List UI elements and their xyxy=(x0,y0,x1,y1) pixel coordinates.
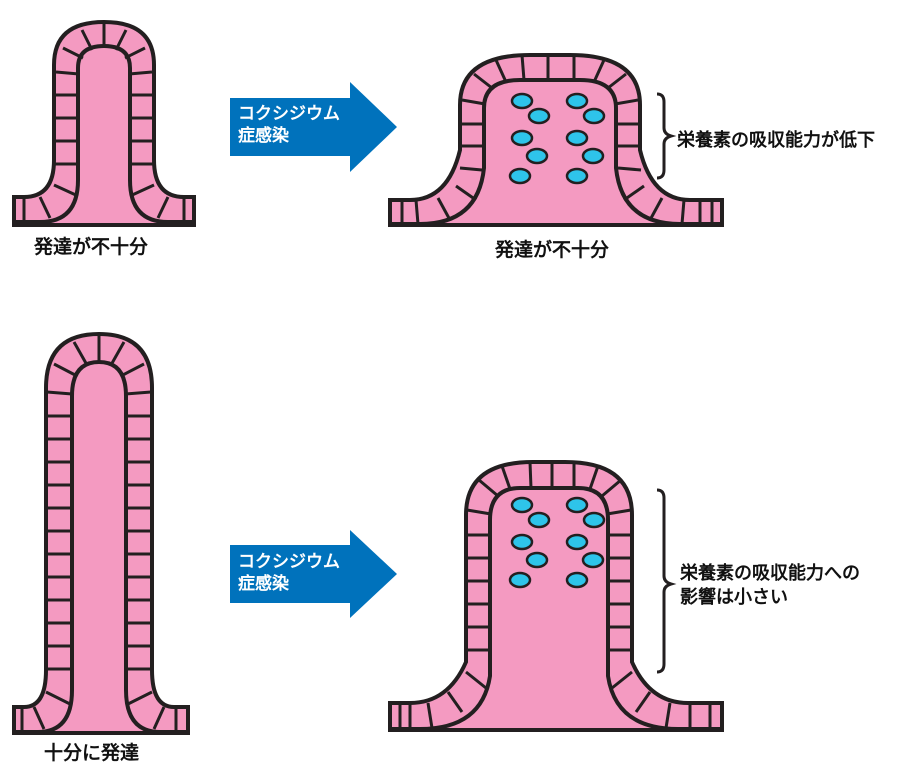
bracket-bottom xyxy=(657,490,671,672)
bracket-bottom-line2: 影響は小さい xyxy=(680,586,860,610)
villus-top-right xyxy=(390,55,722,225)
villus-outline xyxy=(14,334,188,733)
bracket-top xyxy=(657,94,671,178)
bracket-bottom-line1: 栄養素の吸収能力への xyxy=(680,562,860,586)
bracket-top-text: 栄養素の吸収能力が低下 xyxy=(677,126,875,152)
arrow-top-text: コクシジウム 症感染 xyxy=(238,103,340,147)
label-top-right: 発達が不十分 xyxy=(495,235,609,262)
villus-outline xyxy=(14,22,194,225)
villus-bottom-left xyxy=(14,334,188,733)
bracket-bottom-text: 栄養素の吸収能力への 影響は小さい xyxy=(680,562,860,610)
villus-top-left xyxy=(14,22,194,225)
arrow-bottom-line2: 症感染 xyxy=(238,573,340,595)
arrow-top-line1: コクシジウム xyxy=(238,103,340,125)
villus-outline xyxy=(390,462,722,730)
villus-bottom-right xyxy=(390,462,722,730)
label-top-left: 発達が不十分 xyxy=(34,232,148,259)
label-bottom-left: 十分に発達 xyxy=(44,738,139,765)
arrow-top-line2: 症感染 xyxy=(238,125,340,147)
arrow-bottom-line1: コクシジウム xyxy=(238,551,340,573)
arrow-bottom-text: コクシジウム 症感染 xyxy=(238,551,340,595)
